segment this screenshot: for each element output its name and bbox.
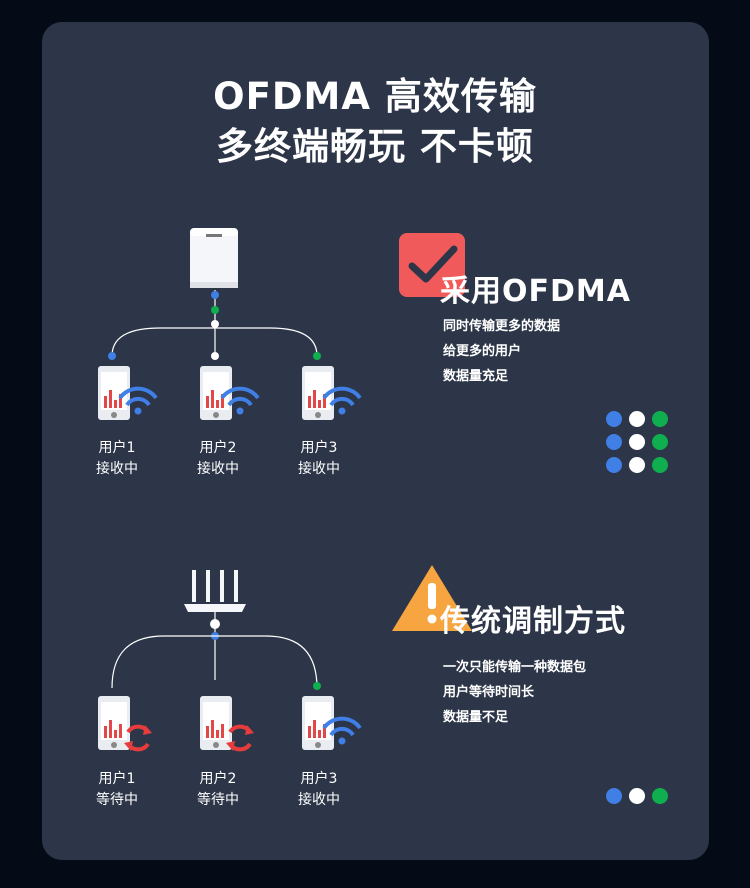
refresh-icon xyxy=(124,724,152,752)
phone-icon xyxy=(200,696,232,750)
refresh-icon xyxy=(226,724,254,752)
traditional-user-3: 用户3 接收中 xyxy=(279,769,359,811)
warning-triangle-icon xyxy=(392,565,472,631)
user-name: 用户3 xyxy=(300,771,338,787)
user-status: 接收中 xyxy=(298,792,340,808)
wifi-icon xyxy=(220,386,260,415)
ofdma-heading: 采用OFDMA xyxy=(440,274,631,309)
user-status: 接收中 xyxy=(298,461,340,477)
phone-icon xyxy=(302,366,334,420)
wifi-icon xyxy=(322,716,362,745)
wifi-icon xyxy=(322,386,362,415)
page-title-line2: 多终端畅玩 不卡顿 xyxy=(216,125,534,168)
traditional-heading: 传统调制方式 xyxy=(440,604,626,639)
traditional-line-3: 数据量不足 xyxy=(443,710,509,725)
ofdma-user-2: 用户2 接收中 xyxy=(178,438,258,480)
user-name: 用户2 xyxy=(199,771,237,787)
phone-icon xyxy=(302,696,334,750)
phone-icon xyxy=(98,696,130,750)
traditional-description: 一次只能传输一种数据包 用户等待时间长 数据量不足 xyxy=(443,655,586,730)
traditional-user-2: 用户2 等待中 xyxy=(178,769,258,811)
page-title-line1: OFDMA 高效传输 xyxy=(213,75,537,118)
router-device xyxy=(184,570,246,612)
ofdma-user-3: 用户3 接收中 xyxy=(279,438,359,480)
user-name: 用户2 xyxy=(199,440,237,456)
traditional-diagram xyxy=(98,570,362,752)
user-status: 接收中 xyxy=(197,461,239,477)
ofdma-line-3: 数据量充足 xyxy=(443,369,509,384)
check-badge-icon xyxy=(399,233,465,297)
user-status: 等待中 xyxy=(96,792,138,808)
access-point-device xyxy=(190,228,238,288)
ofdma-line-1: 同时传输更多的数据 xyxy=(443,319,561,334)
user-name: 用户1 xyxy=(98,440,136,456)
traditional-user-1: 用户1 等待中 xyxy=(77,769,157,811)
ofdma-description: 同时传输更多的数据 给更多的用户 数据量充足 xyxy=(443,314,560,389)
ofdma-diagram xyxy=(98,228,362,420)
traditional-line-2: 用户等待时间长 xyxy=(443,685,535,700)
user-name: 用户1 xyxy=(98,771,136,787)
user-name: 用户3 xyxy=(300,440,338,456)
wifi-icon xyxy=(118,386,158,415)
traditional-line-1: 一次只能传输一种数据包 xyxy=(443,660,587,675)
ofdma-user-1: 用户1 接收中 xyxy=(77,438,157,480)
ofdma-line-2: 给更多的用户 xyxy=(443,344,522,359)
user-status: 等待中 xyxy=(197,792,239,808)
content-card xyxy=(42,22,709,860)
phone-icon xyxy=(98,366,130,420)
phone-icon xyxy=(200,366,232,420)
user-status: 接收中 xyxy=(96,461,138,477)
